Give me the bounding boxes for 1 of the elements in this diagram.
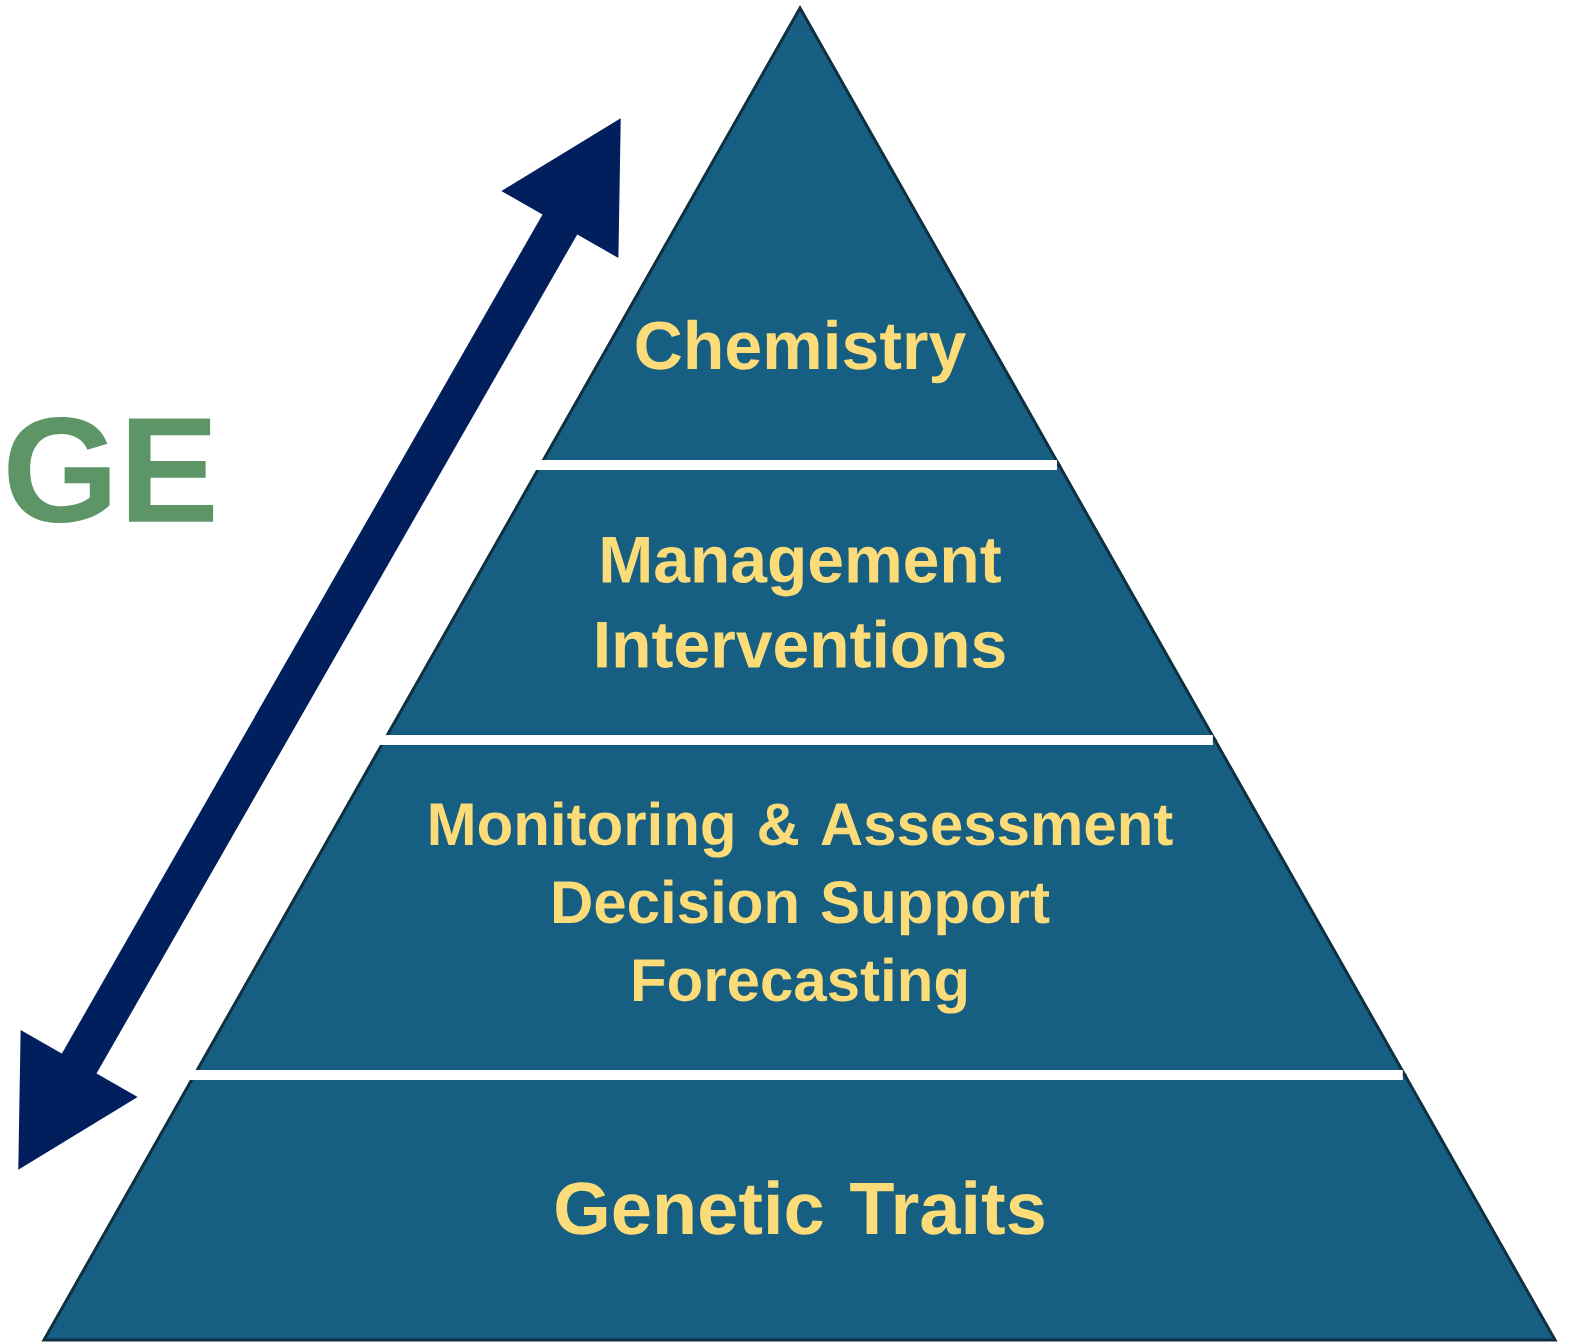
heading-fragment: GE [8, 416, 214, 524]
